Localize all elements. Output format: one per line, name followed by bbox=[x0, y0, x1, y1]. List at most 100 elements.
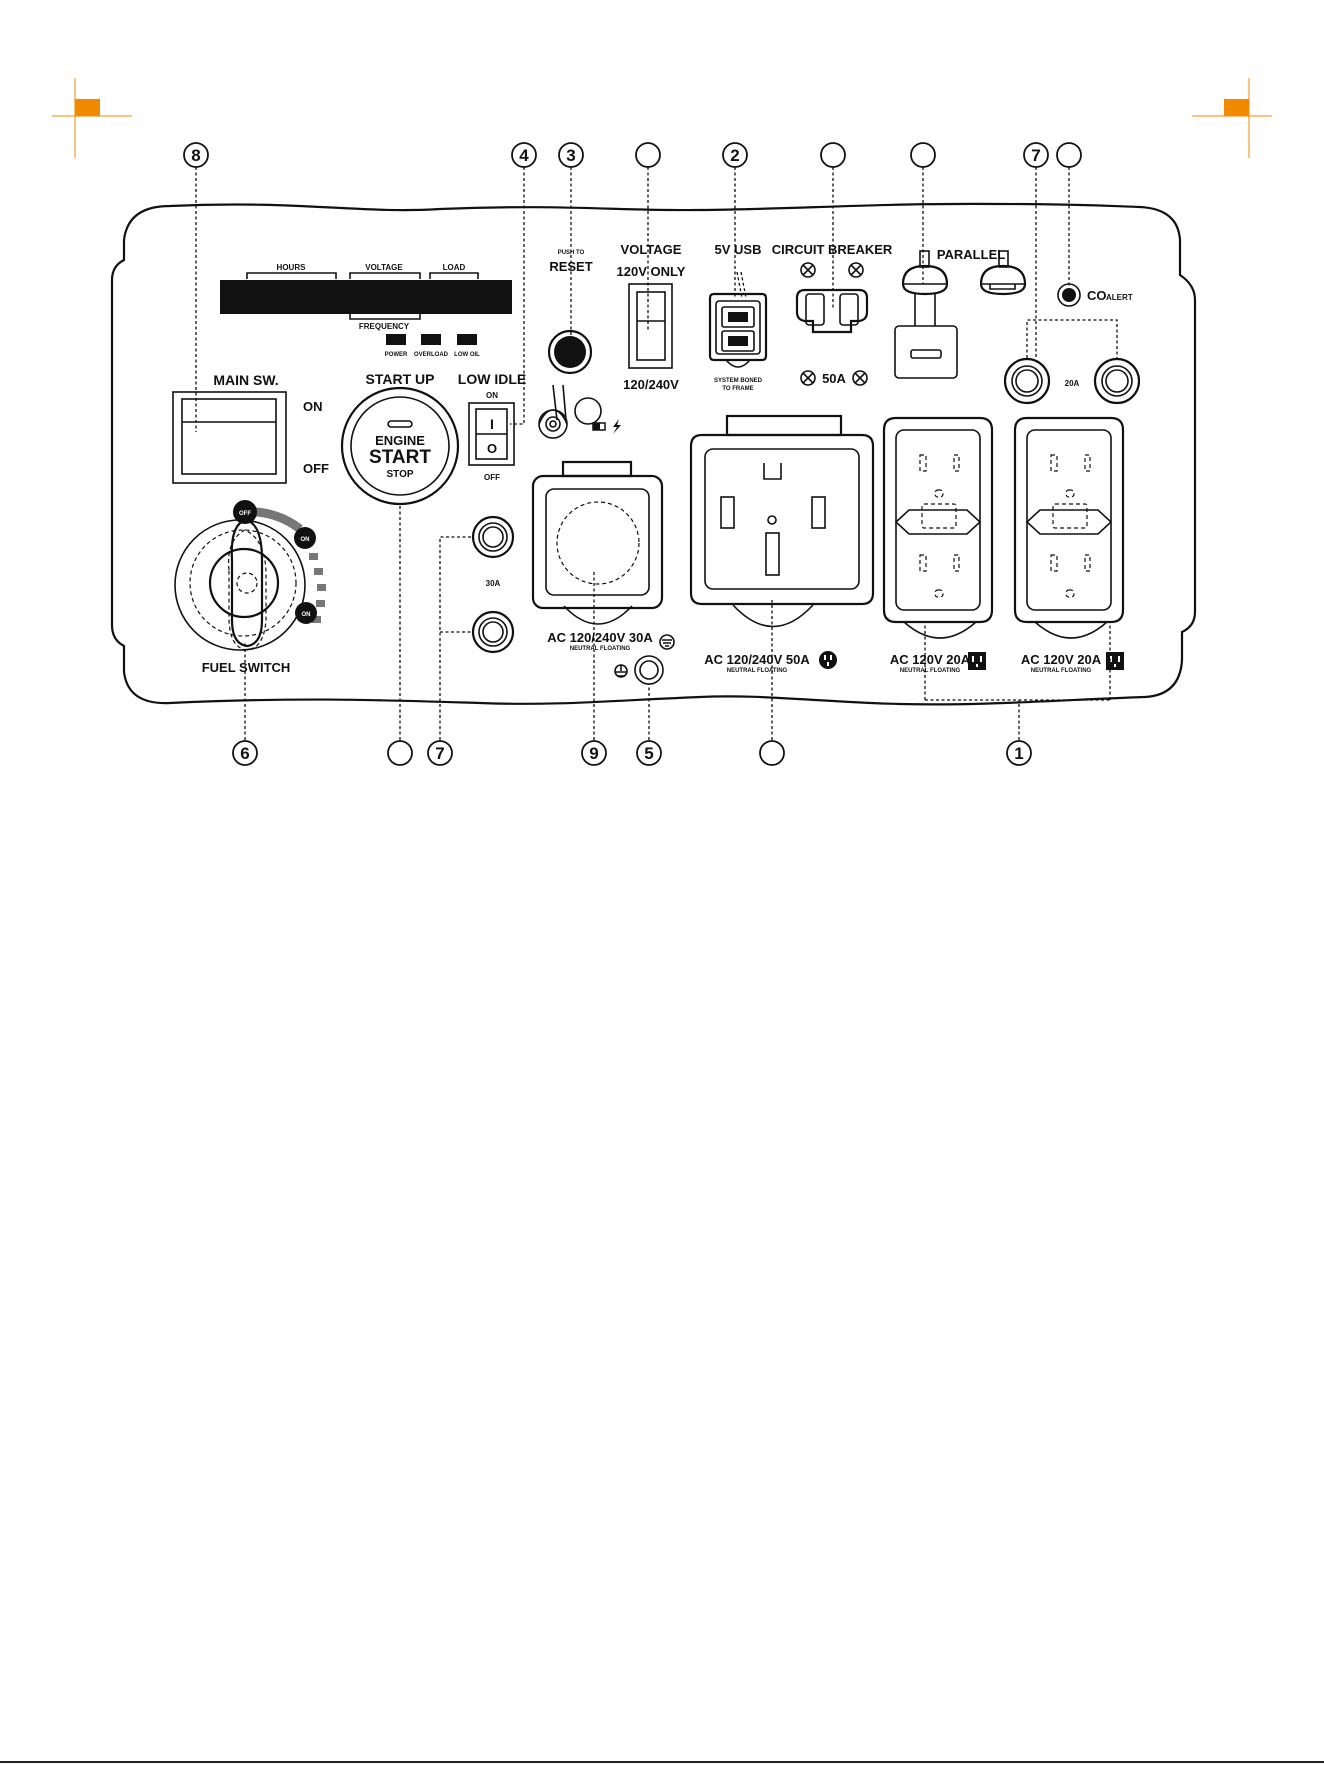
usb-port[interactable]: 5V USB SYSTEM BONED TO FRAME bbox=[708, 242, 768, 392]
plug-50a-icon bbox=[819, 651, 837, 669]
breaker-screw-icon bbox=[800, 262, 868, 386]
gfci-right-slots bbox=[1050, 454, 1091, 598]
voltage-selector-title: VOLTAGE bbox=[621, 242, 682, 257]
power-indicator-label: POWER bbox=[385, 352, 408, 358]
fuel-switch-title: FUEL SWITCH bbox=[202, 660, 291, 675]
start-button-start: START bbox=[369, 447, 431, 468]
reset-button[interactable]: PUSH TO RESET bbox=[547, 250, 593, 375]
start-button-title: START UP bbox=[366, 371, 435, 387]
main-switch-rocker[interactable] bbox=[181, 398, 277, 475]
fuel-switch-off-label: OFF bbox=[239, 511, 251, 517]
reset-line1: PUSH TO bbox=[558, 250, 585, 256]
main-switch-on-label: ON bbox=[303, 399, 323, 414]
voltage-selector[interactable]: VOLTAGE 120V ONLY 120/240V bbox=[617, 242, 686, 392]
callout-3: 3 bbox=[566, 146, 575, 165]
outlet-30a-note: NEUTRAL FLOATING bbox=[570, 646, 631, 652]
fuel-switch-on-label-2: ON bbox=[302, 612, 311, 618]
fuel-switch[interactable]: OFF ON ON FUEL SWITCH bbox=[174, 500, 326, 675]
fuel-switch-scale bbox=[309, 553, 326, 623]
callout-7-bottom: 7 bbox=[435, 744, 444, 763]
parallel-title: PARALLEL bbox=[937, 247, 1005, 262]
fuel-switch-off-marker bbox=[233, 500, 257, 524]
usb-title: 5V USB bbox=[715, 242, 762, 257]
page-bottom-rule bbox=[0, 1761, 1324, 1763]
display-hours-label: HOURS bbox=[277, 263, 307, 272]
outlet-50a[interactable]: AC 120/240V 50A NEUTRAL FLOATING bbox=[689, 414, 875, 674]
outlet-50a-note: NEUTRAL FLOATING bbox=[727, 668, 788, 674]
battery-charge-port bbox=[538, 384, 621, 439]
start-button[interactable]: START UP ENGINE START STOP bbox=[340, 371, 460, 506]
crop-mark-right bbox=[1192, 78, 1272, 158]
start-button-engine: ENGINE bbox=[375, 433, 425, 448]
charge-icon bbox=[613, 419, 621, 434]
outlet-gfci-right[interactable]: AC 120V 20A NEUTRAL FLOATING bbox=[1013, 416, 1125, 674]
callouts-bottom: 6 7 9 5 1 bbox=[232, 740, 1032, 766]
outlet-50a-label: AC 120/240V 50A bbox=[704, 652, 810, 667]
display-screen bbox=[220, 280, 512, 314]
gfci-left-slots bbox=[919, 454, 960, 598]
main-switch-off-label: OFF bbox=[303, 461, 329, 476]
display-frequency-label: FREQUENCY bbox=[359, 322, 410, 331]
breakers-20a[interactable]: 20A bbox=[1003, 319, 1141, 405]
crop-mark-left-square bbox=[75, 99, 100, 116]
voltage-selector-bottom-label: 120/240V bbox=[623, 377, 679, 392]
circuit-breaker-title: CIRCUIT BREAKER bbox=[772, 242, 893, 257]
voltage-selector-top-label: 120V ONLY bbox=[617, 264, 686, 279]
display-load-label: LOAD bbox=[443, 263, 466, 272]
breakers-30a[interactable]: 30A bbox=[471, 515, 515, 654]
callout-7-top: 7 bbox=[1031, 146, 1040, 165]
co-alert: CO ALERT bbox=[1057, 283, 1133, 307]
main-switch[interactable]: MAIN SW. ON OFF bbox=[172, 372, 329, 484]
low-idle-on-label: ON bbox=[486, 391, 498, 400]
callouts-top: 8 4 3 2 7 bbox=[183, 142, 1082, 168]
panel-outline bbox=[110, 202, 1197, 706]
outlet-30a-twist-lock[interactable]: AC 120/240V 30A NEUTRAL FLOATING bbox=[531, 460, 664, 652]
overload-indicator-light bbox=[421, 334, 441, 345]
ground-icon bbox=[659, 634, 675, 650]
plug-20a-icon-left bbox=[968, 652, 986, 670]
crop-mark-left bbox=[52, 78, 132, 158]
outlet-gfci-right-note: NEUTRAL FLOATING bbox=[1031, 668, 1092, 674]
circuit-breaker-rating: 50A bbox=[822, 371, 846, 386]
low-oil-indicator-light bbox=[457, 334, 477, 345]
callout-9: 9 bbox=[589, 744, 598, 763]
low-oil-indicator-label: LOW OIL bbox=[454, 352, 480, 358]
start-button-stop: STOP bbox=[386, 469, 413, 480]
low-idle-off-symbol: O bbox=[487, 441, 497, 456]
ground-terminal[interactable] bbox=[614, 655, 664, 685]
low-idle-on-symbol: I bbox=[490, 416, 494, 432]
plug-20a-icon-right bbox=[1106, 652, 1124, 670]
breakers-20a-label: 20A bbox=[1065, 379, 1080, 388]
breakers-30a-label: 30A bbox=[486, 579, 501, 588]
co-alert-alert: ALERT bbox=[1106, 293, 1133, 302]
usb-note-2: TO FRAME bbox=[722, 386, 753, 392]
callout-5: 5 bbox=[644, 744, 653, 763]
leader-lines bbox=[195, 167, 1111, 740]
co-alert-co: CO bbox=[1087, 288, 1107, 303]
fuel-switch-on-label-1: ON bbox=[301, 537, 310, 543]
callout-6: 6 bbox=[240, 744, 249, 763]
overload-indicator-label: OVERLOAD bbox=[414, 352, 449, 358]
outlet-gfci-right-label: AC 120V 20A bbox=[1021, 652, 1102, 667]
circuit-breaker[interactable]: CIRCUIT BREAKER 50A bbox=[772, 242, 893, 386]
display-unit: HOURS VOLTAGE LOAD FREQUENCY POWER OVERL… bbox=[220, 263, 512, 358]
main-switch-title: MAIN SW. bbox=[213, 372, 278, 388]
outlet-30a-label: AC 120/240V 30A bbox=[547, 630, 653, 645]
fuel-switch-on-marker-1 bbox=[294, 527, 316, 549]
callout-4: 4 bbox=[519, 146, 529, 165]
callout-1: 1 bbox=[1014, 744, 1023, 763]
parallel-ports[interactable]: PARALLEL bbox=[894, 247, 1027, 379]
outlet-gfci-left-label: AC 120V 20A bbox=[890, 652, 971, 667]
crop-mark-right-square bbox=[1224, 99, 1249, 116]
low-idle-title: LOW IDLE bbox=[458, 371, 526, 387]
outlet-gfci-left-note: NEUTRAL FLOATING bbox=[900, 668, 961, 674]
usb-note-1: SYSTEM BONED bbox=[714, 378, 763, 384]
outlet-gfci-left[interactable]: AC 120V 20A NEUTRAL FLOATING bbox=[882, 416, 994, 674]
power-indicator-light bbox=[386, 334, 406, 345]
display-voltage-label: VOLTAGE bbox=[365, 263, 403, 272]
callout-2: 2 bbox=[730, 146, 739, 165]
callout-8: 8 bbox=[191, 146, 200, 165]
low-idle-off-label: OFF bbox=[484, 473, 500, 482]
low-idle-switch[interactable]: LOW IDLE ON I O OFF bbox=[458, 371, 526, 482]
